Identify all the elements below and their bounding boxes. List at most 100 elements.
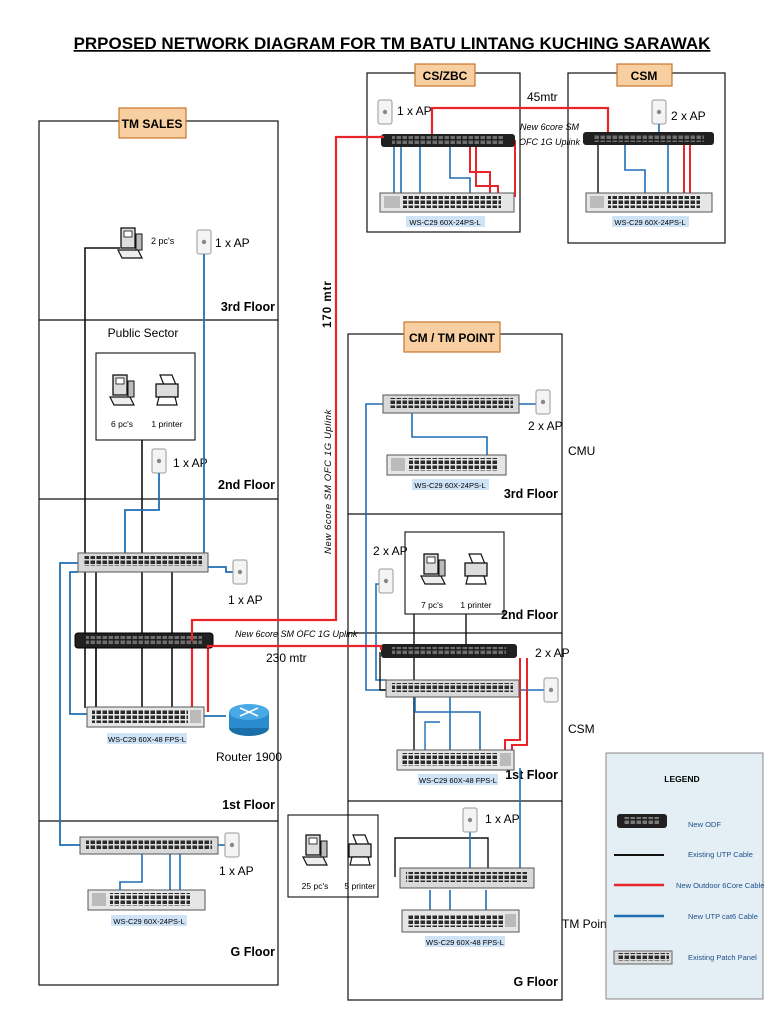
cs-zbc-tab: CS/ZBC: [414, 63, 476, 87]
diagram-label: WS-C29 60X-24PS-L: [113, 917, 184, 926]
diagram-label: WS-C29 60X-24PS-L: [614, 218, 685, 227]
switch-24-port: WS-C29 60X-24PS-L: [585, 192, 713, 227]
cm-2nd-floor-box: [404, 531, 505, 615]
access-point-icon: [196, 229, 212, 255]
csm-cables: [597, 124, 691, 196]
floor-label: 1st Floor: [505, 768, 558, 782]
patch-panel: [79, 836, 219, 855]
printer-icon: [464, 553, 488, 585]
diagram-label: New Outdoor 6Core Cable: [676, 881, 764, 890]
cm-tm-point-tab: CM / TM POINT: [403, 321, 501, 353]
diagram-label: New ODF: [688, 820, 721, 829]
legend: LEGEND New ODF Existing UTP Cable New Ou…: [605, 752, 764, 1000]
router-icon: [229, 704, 269, 736]
fiber-link-170m: [190, 135, 384, 641]
diagram-label: 170 mtr: [322, 280, 334, 328]
diagram-label: 2 pc's: [151, 236, 175, 246]
access-point-icon: [232, 559, 248, 585]
diagram-label: 5 printer: [344, 881, 375, 891]
diagram-label: New 6core SM OFC 1G Uplink: [235, 629, 358, 639]
cm-cables: [365, 403, 548, 910]
section-label: CMU: [568, 444, 595, 458]
public-sector-box: [95, 352, 196, 441]
tm-point-box: [287, 814, 379, 898]
diagram-label: CSM: [631, 69, 658, 83]
pc-icon: [420, 553, 446, 585]
printer-icon: [348, 834, 372, 866]
pc-icon: [302, 834, 328, 866]
diagram-label: LEGEND: [664, 774, 699, 784]
diagram-label: CM / TM POINT: [409, 331, 496, 345]
patch-panel: [77, 552, 209, 573]
diagram-label: 1 printer: [460, 600, 491, 610]
floor-label: 3rd Floor: [221, 300, 275, 314]
diagram-label: 45mtr: [527, 90, 558, 104]
diagram-label: 1 x AP: [219, 864, 254, 878]
diagram-label: 1 x AP: [215, 236, 250, 250]
printer-icon: [155, 374, 179, 406]
diagram-label: 230 mtr: [266, 651, 307, 665]
access-point-icon: [378, 568, 394, 594]
access-point-icon: [151, 448, 167, 474]
floor-label: 3rd Floor: [504, 487, 558, 501]
switch-48-port: WS-C29 60X-48 FPS-L: [396, 749, 515, 785]
diagram-label: 2 x AP: [528, 419, 563, 433]
switch-24-port: WS-C29 60X-24PS-L: [87, 889, 206, 926]
diagram-label: 1 printer: [151, 419, 182, 429]
diagram-label: 25 pc's: [302, 881, 329, 891]
access-point-icon: [377, 99, 393, 125]
diagram-label: Existing UTP Cable: [688, 850, 753, 859]
section-label: CSM: [568, 722, 595, 736]
diagram-label: WS-C29 60X-48 FPS-L: [419, 776, 497, 785]
diagram-label: WS-C29 60X-48 FPS-L: [426, 938, 504, 947]
access-point-icon: [651, 99, 667, 125]
access-point-icon: [224, 832, 240, 858]
cs-zbc-cables: [393, 140, 516, 197]
access-point-icon: [543, 677, 559, 703]
floor-label: G Floor: [514, 975, 559, 989]
diagram-label: OFC 1G Uplink: [519, 137, 581, 147]
diagram-label: 1 x AP: [173, 456, 208, 470]
section-label: TM Point: [562, 917, 611, 931]
diagram-label: 2 x AP: [373, 544, 408, 558]
diagram-label: WS-C29 60X-48 FPS-L: [108, 735, 186, 744]
floor-label: 2nd Floor: [218, 478, 275, 492]
diagram-label: 6 pc's: [111, 419, 133, 429]
floor-label: 1st Floor: [222, 798, 275, 812]
switch-24-port: WS-C29 60X-24PS-L: [379, 192, 515, 227]
odf-panel: [74, 632, 214, 649]
access-point-icon: [462, 807, 478, 833]
patch-panel: [399, 867, 535, 889]
patch-panel: [385, 679, 520, 698]
diagram-label: WS-C29 60X-24PS-L: [409, 218, 480, 227]
diagram-label: CS/ZBC: [423, 69, 468, 83]
diagram-label: 1 x AP: [397, 104, 432, 118]
pc-icon: [109, 374, 135, 406]
page-title: PRPOSED NETWORK DIAGRAM FOR TM BATU LINT…: [74, 34, 712, 53]
diagram-label: New 6core SM OFC 1G Uplink: [323, 408, 334, 554]
odf-panel: [583, 132, 714, 145]
switch-24-port: WS-C29 60X-24PS-L: [386, 454, 507, 490]
section-label: Public Sector: [108, 326, 179, 340]
diagram-label: 1 x AP: [228, 593, 263, 607]
access-point-icon: [535, 389, 551, 415]
diagram-label: 7 pc's: [421, 600, 443, 610]
diagram-label: New UTP cat6 Cable: [688, 912, 758, 921]
diagram-label: New 6core SM: [520, 122, 580, 132]
diagram-label: WS-C29 60X-24PS-L: [414, 481, 485, 490]
diagram-label: 2 x AP: [535, 646, 570, 660]
patch-panel: [382, 394, 520, 414]
switch-48-port: WS-C29 60X-48 FPS-L: [86, 706, 205, 744]
floor-label: G Floor: [231, 945, 276, 959]
tm-sales-tab: TM SALES: [118, 107, 187, 139]
csm-tab: CSM: [616, 63, 673, 87]
diagram-label: Router 1900: [216, 750, 282, 764]
diagram-label: 1 x AP: [485, 812, 520, 826]
fiber-link-45m: [430, 106, 610, 134]
diagram-label: TM SALES: [122, 117, 183, 131]
switch-48-port: WS-C29 60X-48 FPS-L: [401, 909, 520, 947]
diagram-label: Existing Patch Panel: [688, 953, 757, 962]
pc-icon: [117, 227, 143, 259]
floor-label: 2nd Floor: [501, 608, 558, 622]
